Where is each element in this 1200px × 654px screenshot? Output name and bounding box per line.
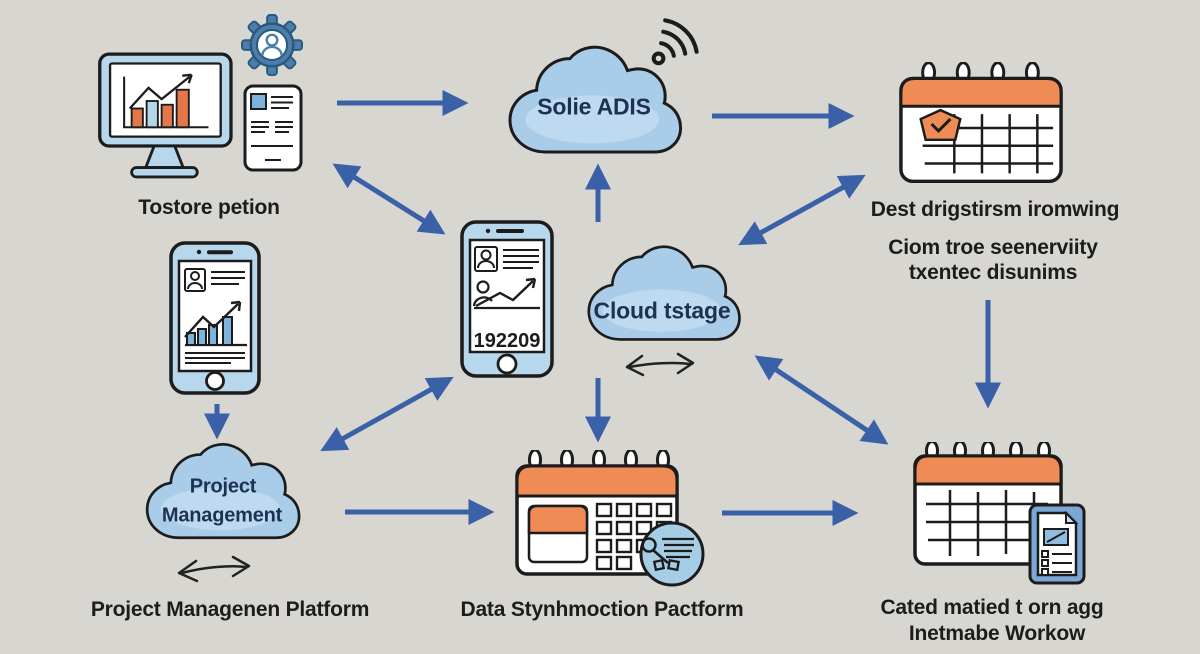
calendar-sync-icon: [515, 450, 679, 576]
cloud-pm-label-line2: Management: [161, 504, 283, 527]
cloud-icon-project-management: [145, 442, 301, 540]
sync-double-arrow-icon: [625, 352, 695, 377]
calendar-events-note-line1: Ciom troe seenerviity: [888, 236, 1098, 259]
wifi-icon: [651, 18, 699, 66]
cloud-storage-label: Cloud tstage: [593, 297, 731, 324]
calendar-sync-caption: Data Stynhmoction Pactform: [460, 598, 744, 621]
calendar-workflow-caption-line1: Cated matied t orn agg: [880, 596, 1104, 619]
calendar-events-note-line2: txentec disunims: [908, 261, 1078, 284]
cloud-top-label: Solie ADIS: [537, 93, 651, 120]
key-search-badge-icon: [639, 521, 705, 587]
cloud-pm-label-line1: Project: [189, 475, 257, 498]
smartphone-report-icon: [169, 241, 261, 395]
monitor-icon: [98, 52, 233, 179]
arrow-phone-pmcloud-bidirectional: [320, 376, 454, 452]
cloud-icon-top: [508, 45, 683, 154]
sync-double-arrow-icon-pm: [177, 555, 251, 583]
workstation-caption: Tostore petion: [138, 196, 280, 219]
gear-user-icon: [241, 14, 303, 76]
tablet-icon: [243, 84, 303, 172]
phone-profile-value: 192209: [473, 330, 541, 352]
document-icon: [1028, 503, 1086, 585]
smartphone-profile-icon: [460, 220, 554, 378]
cloud-icon-storage: [587, 245, 741, 341]
arrow-calendar-cloudstorage-bidirectional: [738, 174, 866, 246]
calendar-events-caption: Dest drigstirsm iromwing: [870, 198, 1120, 221]
calendar-workflow-icon: [913, 442, 1063, 566]
cloud-pm-caption: Project Managenen Platform: [90, 598, 370, 621]
arrow-cloudstorage-workflow-bidirectional: [754, 355, 889, 445]
calendar-events-icon: [899, 62, 1063, 184]
arrow-workstation-phone-bidirectional: [332, 163, 446, 235]
calendar-workflow-caption-line2: Inetmabe Workow: [908, 622, 1086, 645]
